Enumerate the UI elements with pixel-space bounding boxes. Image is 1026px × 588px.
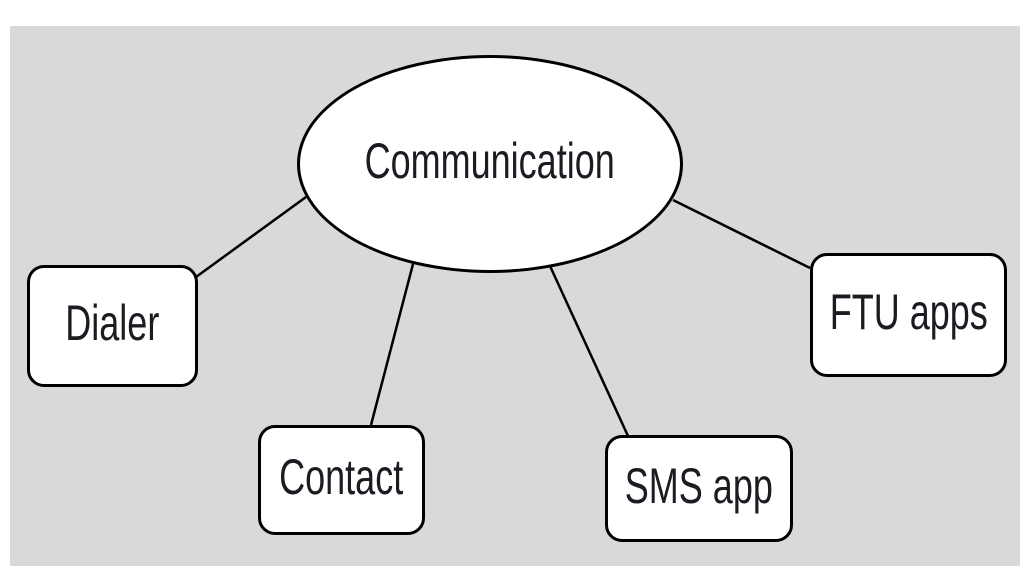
child-node-dialer: Dialer	[27, 265, 198, 387]
node-contact-label: Contact	[279, 449, 404, 505]
child-node-sms-app: SMS app	[605, 435, 793, 542]
node-sms-app-label: SMS app	[624, 457, 774, 514]
root-node-label: Communication	[364, 133, 616, 189]
child-node-ftu-apps: FTU apps	[810, 253, 1007, 377]
node-dialer-label: Dialer	[65, 295, 160, 351]
child-node-contact: Contact	[258, 425, 425, 535]
node-ftu-apps-label: FTU apps	[829, 284, 988, 340]
root-node-communication: Communication	[297, 55, 683, 273]
